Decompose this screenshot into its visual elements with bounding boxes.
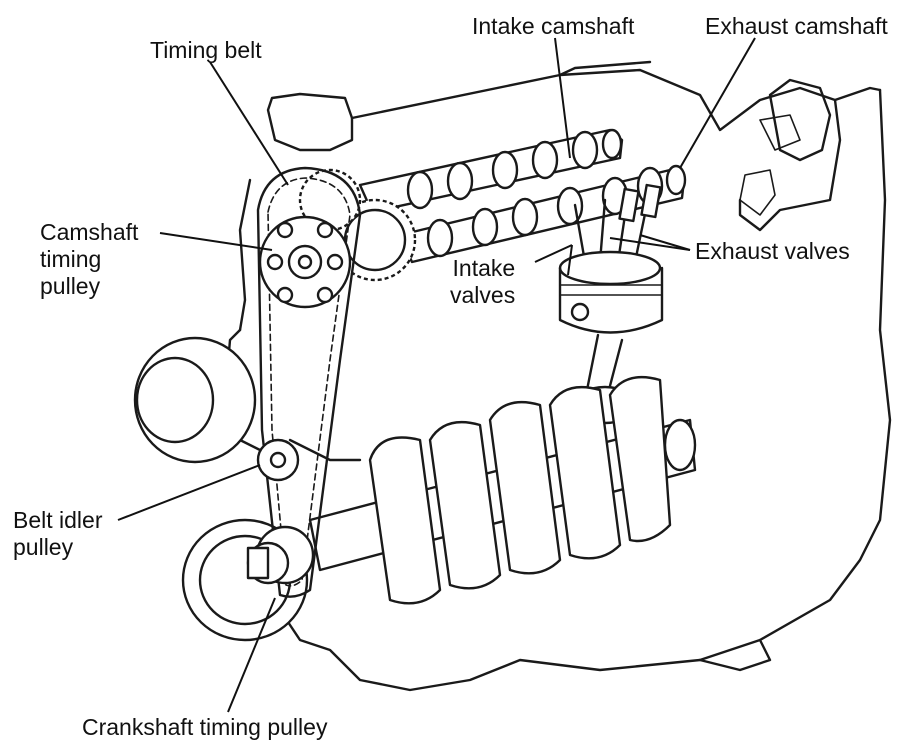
label-crankshaft-timing-pulley: Crankshaft timing pulley — [82, 714, 327, 741]
crankshaft — [310, 377, 695, 603]
label-line: Camshaft — [40, 219, 138, 246]
label-line: pulley — [13, 534, 102, 561]
label-intake-camshaft: Intake camshaft — [472, 13, 634, 40]
label-exhaust-camshaft: Exhaust camshaft — [705, 13, 888, 40]
label-line: valves — [450, 282, 515, 309]
label-exhaust-valves: Exhaust valves — [695, 238, 850, 265]
label-timing-belt: Timing belt — [150, 37, 262, 64]
label-belt-idler-pulley: Belt idler pulley — [13, 507, 102, 561]
label-line: pulley — [40, 273, 138, 300]
label-line: timing — [40, 246, 138, 273]
label-camshaft-timing-pulley: Camshaft timing pulley — [40, 219, 138, 300]
label-intake-valves: Intake valves — [450, 255, 515, 309]
intake-camshaft — [360, 130, 622, 212]
label-line: Intake — [450, 255, 515, 282]
label-line: Belt idler — [13, 507, 102, 534]
